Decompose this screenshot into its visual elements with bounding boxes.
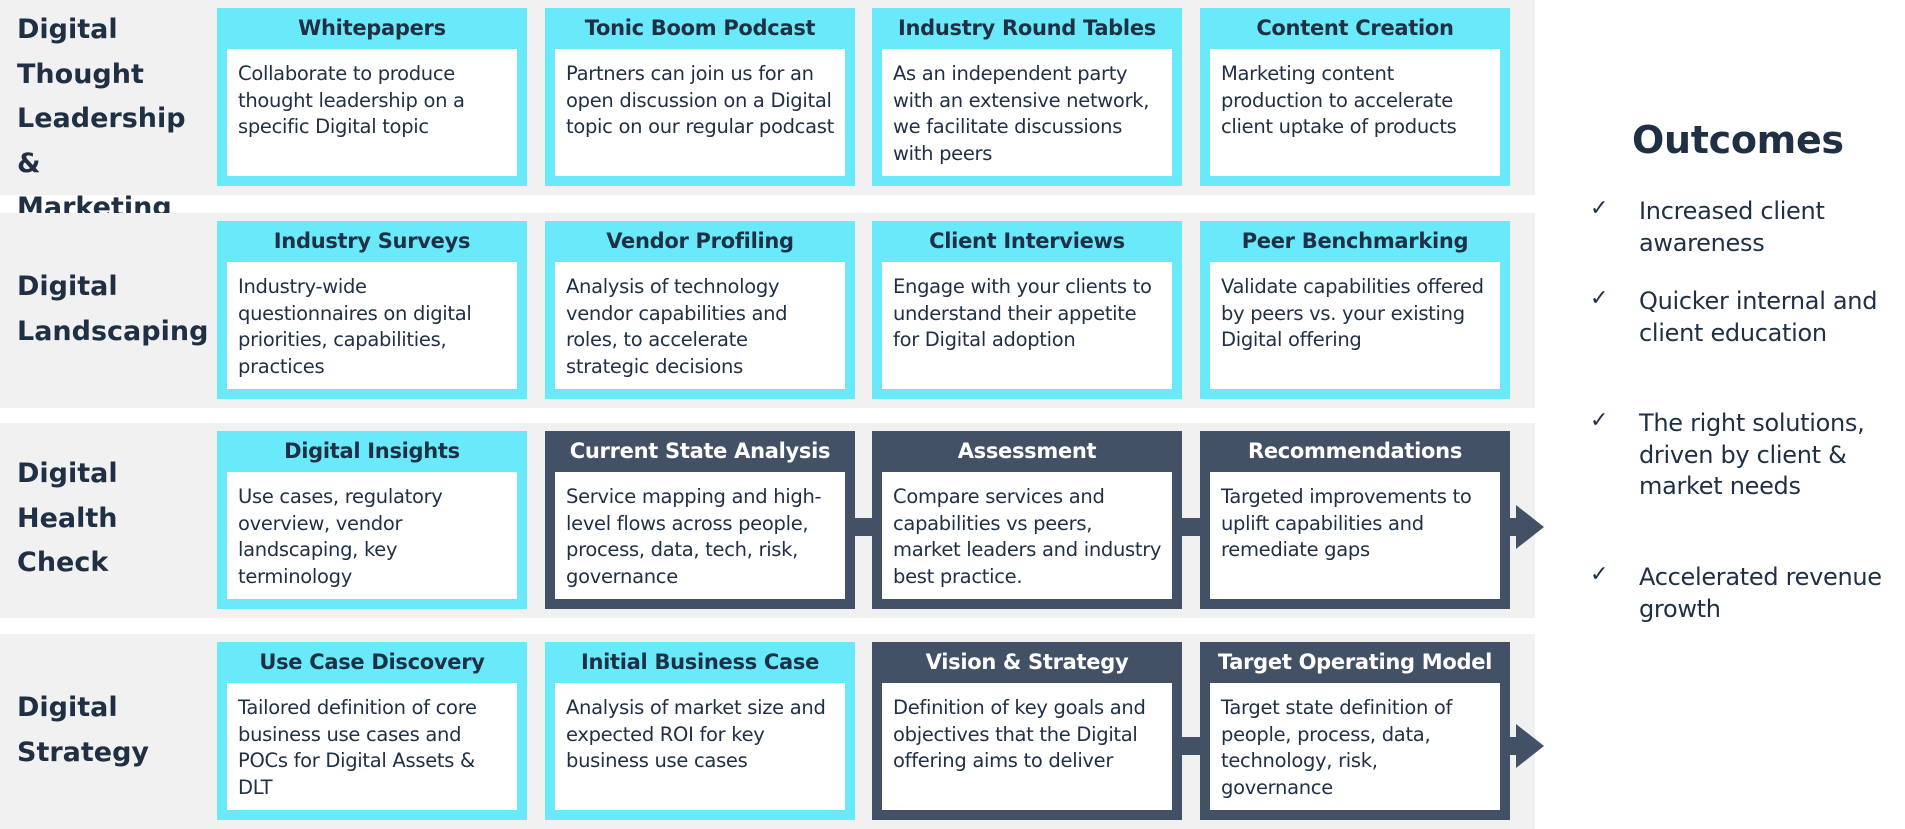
card-description: Partners can join us for an open discuss… xyxy=(555,49,845,176)
card-description: Service mapping and high-level flows acr… xyxy=(555,472,845,599)
card-title: Client Interviews xyxy=(929,229,1125,253)
card-title: Vendor Profiling xyxy=(606,229,794,253)
outcome-text: Quicker internal and client education xyxy=(1639,287,1878,347)
card-title: Content Creation xyxy=(1256,16,1454,40)
row-title-strategy: Digital Strategy xyxy=(17,692,150,768)
card-title: Current State Analysis xyxy=(569,439,831,463)
card-description: Compare services and capabilities vs pee… xyxy=(882,472,1172,599)
card-title: Vision & Strategy xyxy=(925,650,1129,674)
card-title: Industry Surveys xyxy=(273,229,471,253)
card-vision-strategy: Vision & Strategy Definition of key goal… xyxy=(872,642,1182,820)
card-peer-benchmarking: Peer Benchmarking Validate capabilities … xyxy=(1200,221,1510,399)
flow-connector xyxy=(1181,518,1201,536)
card-title: Recommendations xyxy=(1247,439,1463,463)
card-tonic-boom-podcast: Tonic Boom Podcast Partners can join us … xyxy=(545,8,855,186)
card-initial-business-case: Initial Business Case Analysis of market… xyxy=(545,642,855,820)
card-description: Use cases, regulatory overview, vendor l… xyxy=(227,472,517,599)
card-description: Analysis of technology vendor capabiliti… xyxy=(555,262,845,389)
outcome-text: Accelerated revenue growth xyxy=(1639,563,1882,623)
flow-connector xyxy=(853,518,873,536)
checkmark-icon: ✓ xyxy=(1590,408,1609,433)
flow-connector xyxy=(1181,737,1201,755)
card-title: Peer Benchmarking xyxy=(1241,229,1469,253)
card-title: Initial Business Case xyxy=(580,650,820,674)
card-industry-surveys: Industry Surveys Industry-wide questionn… xyxy=(217,221,527,399)
arrow-right-icon xyxy=(1516,505,1544,549)
card-title: Digital Insights xyxy=(284,439,460,463)
card-digital-insights: Digital Insights Use cases, regulatory o… xyxy=(217,431,527,609)
card-title: Tonic Boom Podcast xyxy=(584,16,816,40)
card-current-state-analysis: Current State Analysis Service mapping a… xyxy=(545,431,855,609)
card-title: Industry Round Tables xyxy=(898,16,1156,40)
flow-connector xyxy=(1509,737,1517,755)
flow-connector xyxy=(1509,518,1517,536)
card-title: Use Case Discovery xyxy=(259,650,485,674)
card-description: Collaborate to produce thought leadershi… xyxy=(227,49,517,176)
card-title: Assessment xyxy=(957,439,1097,463)
card-description: Analysis of market size and expected ROI… xyxy=(555,683,845,810)
card-use-case-discovery: Use Case Discovery Tailored definition o… xyxy=(217,642,527,820)
card-title: Whitepapers xyxy=(298,16,446,40)
arrow-right-icon xyxy=(1516,724,1544,768)
card-description: Targeted improvements to uplift capabili… xyxy=(1210,472,1500,599)
row-title-landscaping: Digital Landscaping xyxy=(17,271,209,347)
card-assessment: Assessment Compare services and capabili… xyxy=(872,431,1182,609)
card-industry-round-tables: Industry Round Tables As an independent … xyxy=(872,8,1182,186)
card-description: As an independent party with an extensiv… xyxy=(882,49,1172,176)
checkmark-icon: ✓ xyxy=(1590,562,1609,587)
card-description: Tailored definition of core business use… xyxy=(227,683,517,810)
checkmark-icon: ✓ xyxy=(1590,196,1609,221)
outcome-text: Increased client awareness xyxy=(1639,197,1825,257)
card-description: Marketing content production to accelera… xyxy=(1210,49,1500,176)
card-description: Definition of key goals and objectives t… xyxy=(882,683,1172,810)
card-description: Target state definition of people, proce… xyxy=(1210,683,1500,810)
card-target-operating-model: Target Operating Model Target state defi… xyxy=(1200,642,1510,820)
row-title-health-check: Digital Health Check xyxy=(17,458,118,578)
outcome-text: The right solutions, driven by client & … xyxy=(1639,409,1865,500)
card-client-interviews: Client Interviews Engage with your clien… xyxy=(872,221,1182,399)
row-title-thought-leadership: Digital Thought Leadership & Marketing xyxy=(17,14,186,223)
card-whitepapers: Whitepapers Collaborate to produce thoug… xyxy=(217,8,527,186)
card-recommendations: Recommendations Targeted improvements to… xyxy=(1200,431,1510,609)
checkmark-icon: ✓ xyxy=(1590,286,1609,311)
card-description: Validate capabilities offered by peers v… xyxy=(1210,262,1500,389)
card-content-creation: Content Creation Marketing content produ… xyxy=(1200,8,1510,186)
card-vendor-profiling: Vendor Profiling Analysis of technology … xyxy=(545,221,855,399)
card-description: Engage with your clients to understand t… xyxy=(882,262,1172,389)
card-title: Target Operating Model xyxy=(1217,650,1493,674)
outcomes-title: Outcomes xyxy=(1632,118,1844,162)
card-description: Industry-wide questionnaires on digital … xyxy=(227,262,517,389)
